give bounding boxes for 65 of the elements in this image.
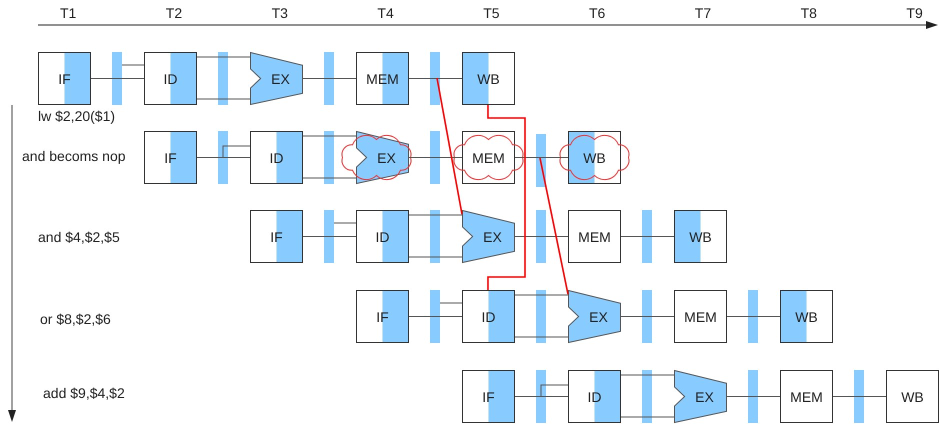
- connector-line: [514, 396, 568, 397]
- instruction-label: and becoms nop: [22, 148, 126, 164]
- connector-line: [302, 78, 356, 79]
- connector-line: [620, 374, 674, 376]
- stage-box: IF: [144, 131, 197, 184]
- forwarding-line: [487, 105, 526, 290]
- connector-line: [514, 236, 568, 237]
- stage-box: WB: [462, 52, 515, 105]
- connector-line: [726, 396, 780, 397]
- stage-box: WB: [568, 131, 621, 184]
- alu-stage-shape: EX: [568, 290, 621, 343]
- connector-line: [514, 157, 568, 158]
- stage-box: ID: [250, 131, 303, 184]
- stage-box: WB: [886, 370, 939, 423]
- clock-cycle-label: T2: [166, 5, 182, 21]
- clock-cycle-label: T4: [377, 5, 394, 21]
- instruction-label: and $4,$2,$5: [38, 229, 120, 245]
- clock-cycle-label: T6: [589, 5, 606, 21]
- connector-line: [408, 78, 462, 79]
- stage-box: IF: [250, 210, 303, 263]
- connector-line: [408, 316, 462, 317]
- stage-box: ID: [356, 210, 409, 263]
- stage-box: MEM: [780, 370, 833, 423]
- clock-cycle-label: T1: [60, 5, 76, 21]
- clock-cycle-label: T5: [483, 5, 500, 21]
- instruction-label: add $9,$4,$2: [43, 385, 125, 401]
- stage-box: MEM: [356, 52, 409, 105]
- alu-stage-shape: EX: [674, 370, 727, 423]
- connector-line: [726, 316, 780, 317]
- connector-line: [620, 316, 674, 317]
- connector-line: [620, 236, 674, 237]
- stage-box: IF: [462, 370, 515, 423]
- clock-cycle-label: T3: [272, 5, 288, 21]
- connector-line: [90, 78, 144, 79]
- connector-line: [408, 157, 462, 158]
- alu-stage-shape: EX: [250, 52, 303, 105]
- connector-line: [196, 157, 250, 158]
- instruction-label: lw $2,20($1): [38, 108, 116, 124]
- stage-box: WB: [674, 210, 727, 263]
- instruction-label: or $8,$2,$6: [40, 311, 111, 327]
- connector-line: [196, 56, 250, 58]
- stage-box: WB: [780, 290, 833, 343]
- stage-box: IF: [356, 290, 409, 343]
- connector-line: [408, 214, 462, 216]
- clock-cycle-label: T8: [800, 5, 817, 21]
- clock-cycle-label: T7: [694, 5, 712, 21]
- forwarding-line: [539, 158, 569, 294]
- connector-line: [196, 98, 250, 100]
- stage-box: MEM: [462, 131, 515, 184]
- stage-box: ID: [462, 290, 515, 343]
- connector-line: [620, 416, 674, 418]
- stage-box: MEM: [674, 290, 727, 343]
- clock-cycle-label: T9: [906, 5, 923, 21]
- connector-line: [514, 336, 568, 338]
- connector-line: [832, 396, 886, 397]
- forwarding-line: [436, 78, 463, 214]
- stage-box: ID: [568, 370, 621, 423]
- connector-line: [302, 236, 356, 237]
- connector-line: [514, 294, 568, 296]
- alu-stage-shape: EX: [356, 131, 409, 184]
- stage-box: ID: [144, 52, 197, 105]
- alu-stage-shape: EX: [462, 210, 515, 263]
- stage-box: IF: [38, 52, 91, 105]
- connector-line: [408, 256, 462, 258]
- stage-box: MEM: [568, 210, 621, 263]
